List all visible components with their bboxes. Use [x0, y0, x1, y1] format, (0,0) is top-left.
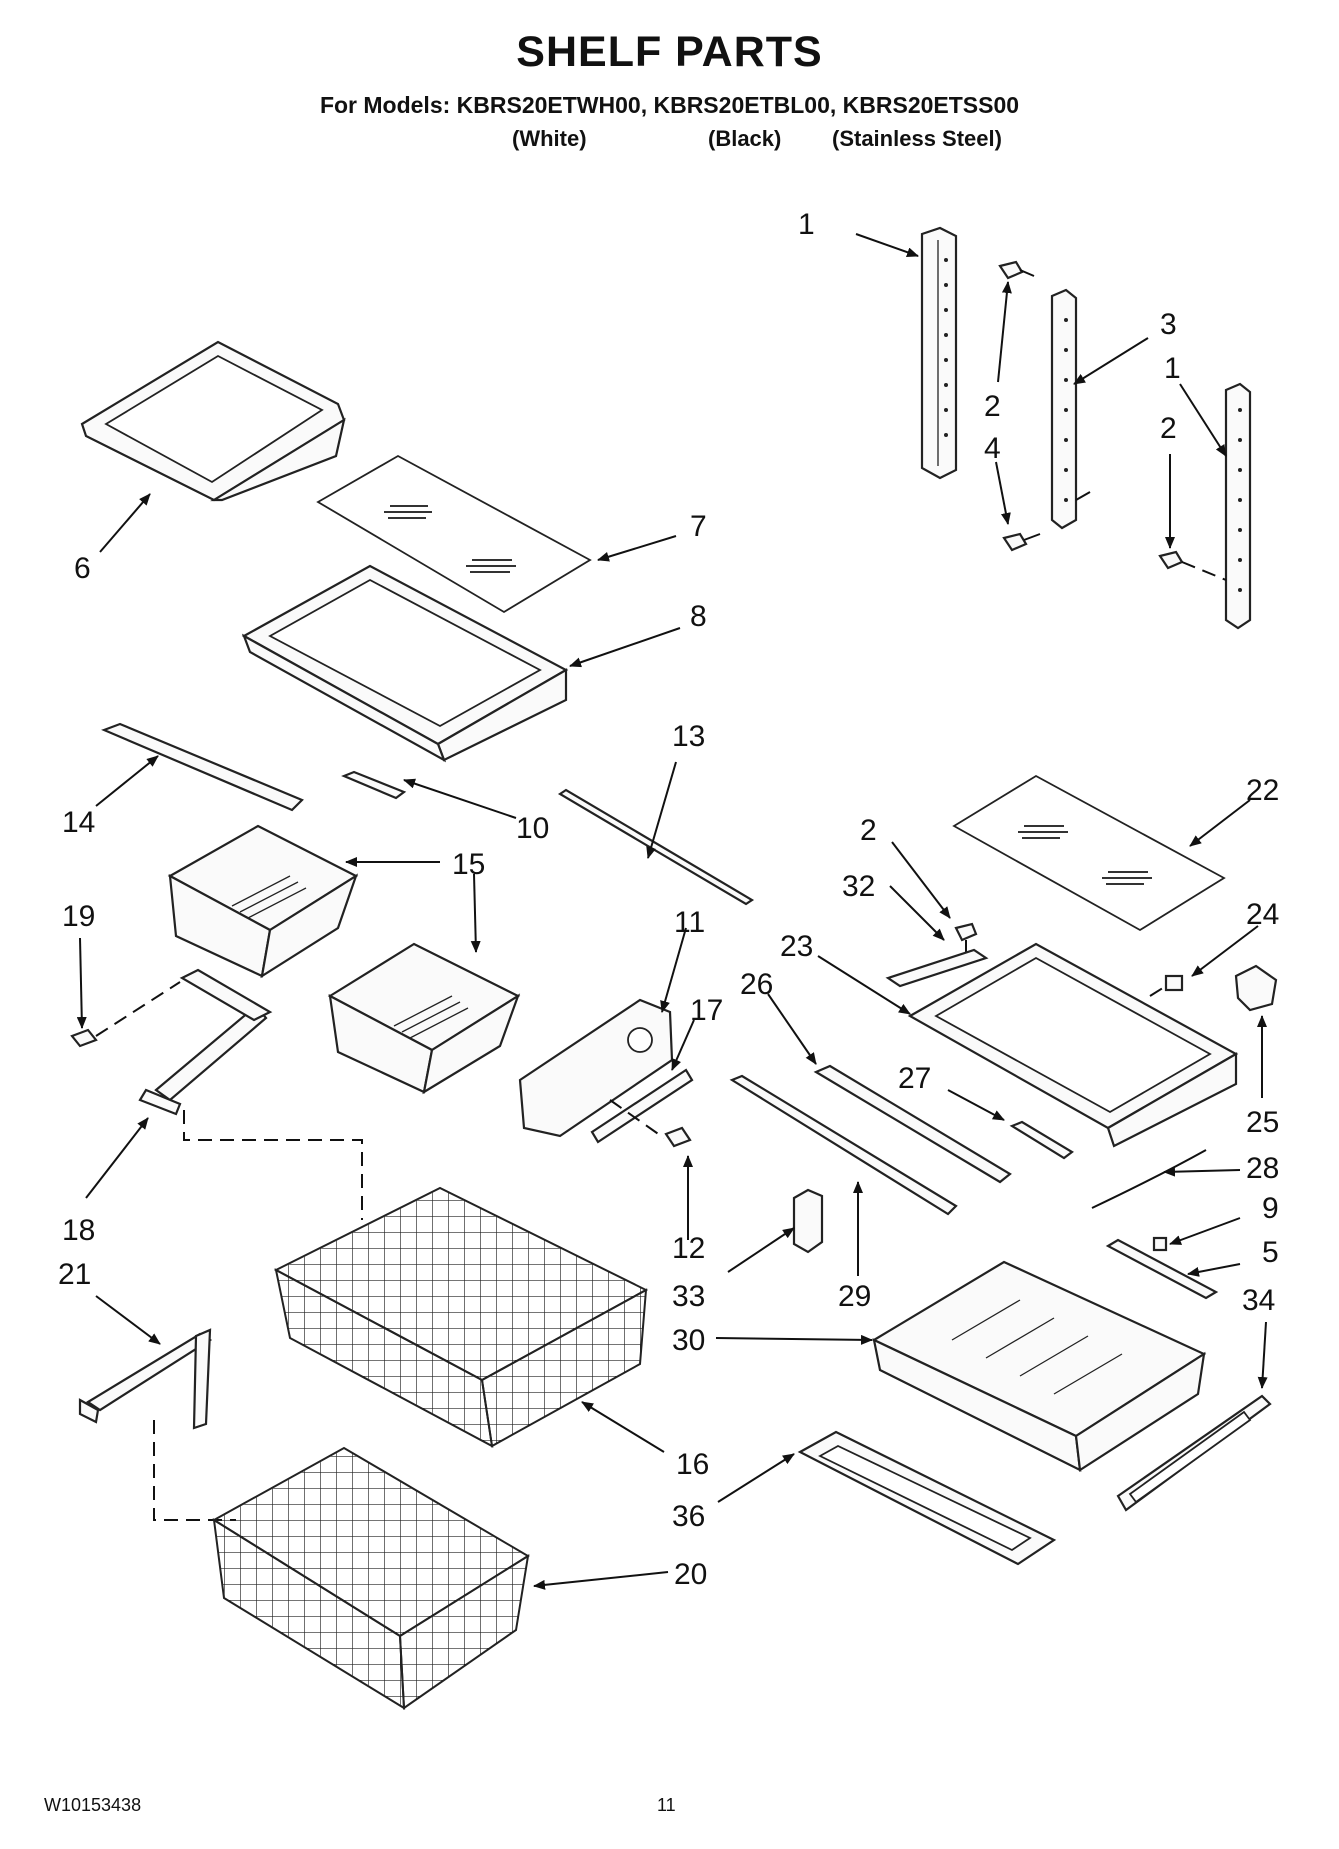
- callout-1b: 1: [1164, 352, 1181, 385]
- callout-2a: 2: [984, 390, 1001, 423]
- part-18-basket-bracket: [138, 968, 273, 1116]
- callout-labels: 1 2 3 1 2 4 6 7 8 13 14 10 15 19 11 17 2…: [58, 208, 1279, 1591]
- callout-20: 20: [674, 1558, 707, 1591]
- callout-29: 29: [838, 1280, 871, 1313]
- part-2-screw-right: [1158, 550, 1227, 581]
- dashline-21-20: [153, 1420, 236, 1521]
- callout-12: 12: [672, 1232, 705, 1265]
- part-28-wire-clip: [1091, 1149, 1207, 1209]
- callout-26: 26: [740, 968, 773, 1001]
- part-29-drawer-trim: [729, 1074, 958, 1216]
- part-1-shelf-rail-left: [920, 226, 958, 480]
- callout-8: 8: [690, 600, 707, 633]
- part-11-drawer-bracket: [518, 998, 674, 1138]
- callout-6: 6: [74, 552, 91, 585]
- part-5-drawer-slide: [1105, 1238, 1219, 1300]
- variant-white: (White): [512, 126, 587, 151]
- leader-lines: [76, 233, 1268, 1590]
- dashline-18-16: [183, 1110, 363, 1220]
- part-7-glass-shelf-insert: [316, 454, 592, 614]
- part-8-shelf-frame: [241, 564, 569, 763]
- callout-2b: 2: [1160, 412, 1177, 445]
- part-15-crisper-bin-upper: [167, 824, 359, 979]
- callout-4: 4: [984, 432, 1001, 465]
- callout-5: 5: [1262, 1236, 1279, 1269]
- part-19-screw: [70, 981, 181, 1048]
- part-14-shelf-trim: [101, 722, 304, 812]
- part-34-drawer-handle: [1116, 1394, 1272, 1512]
- part-13-shelf-rod: [557, 788, 755, 906]
- callout-1a: 1: [798, 208, 815, 241]
- models-line: For Models: KBRS20ETWH00, KBRS20ETBL00, …: [319, 92, 1020, 118]
- callout-34: 34: [1242, 1284, 1275, 1317]
- callout-16: 16: [676, 1448, 709, 1481]
- callout-30: 30: [672, 1324, 705, 1357]
- callout-25: 25: [1246, 1106, 1279, 1139]
- part-21-basket-bracket: [78, 1328, 213, 1430]
- callout-22: 22: [1246, 774, 1279, 807]
- part-9-clip: [1152, 1236, 1168, 1252]
- part-17-drawer-rail: [590, 1068, 694, 1144]
- part-6-slide-out-shelf: [80, 340, 346, 502]
- callout-17: 17: [690, 994, 723, 1027]
- part-10-clip: [341, 770, 407, 800]
- part-12-screw: [664, 1126, 692, 1148]
- part-30-deli-drawer: [871, 1260, 1207, 1472]
- page-number: 11: [657, 1795, 676, 1815]
- part-16-upper-wire-basket: [273, 1186, 649, 1448]
- callout-15: 15: [452, 848, 485, 881]
- part-26-shelf-trim: [813, 1064, 1012, 1184]
- part-23-shelf-frame: [907, 942, 1239, 1148]
- callout-21: 21: [58, 1258, 91, 1291]
- callout-2c: 2: [860, 814, 877, 847]
- page-title: SHELF PARTS: [516, 28, 823, 76]
- part-22-glass-shelf-insert: [952, 774, 1226, 932]
- callout-11: 11: [674, 906, 705, 939]
- part-27-clip: [1009, 1120, 1074, 1160]
- part-20-lower-wire-basket: [212, 1446, 530, 1710]
- callout-19: 19: [62, 900, 95, 933]
- part-15-crisper-bin-lower: [327, 942, 521, 1095]
- callout-10: 10: [516, 812, 549, 845]
- part-4-screw: [1002, 532, 1041, 552]
- part-36-drawer-cover: [797, 1430, 1057, 1566]
- part-32-shelf-bracket: [885, 948, 989, 988]
- callout-13: 13: [672, 720, 705, 753]
- callout-7: 7: [690, 510, 707, 543]
- callout-9: 9: [1262, 1192, 1279, 1225]
- part-24-clip: [1149, 974, 1184, 997]
- part-1-shelf-rail-right: [1224, 382, 1252, 630]
- variant-stainless: (Stainless Steel): [832, 126, 1002, 151]
- callout-3: 3: [1160, 308, 1177, 341]
- part-2-screw-upper: [998, 260, 1035, 280]
- callout-28: 28: [1246, 1152, 1279, 1185]
- part-33-clip: [792, 1188, 824, 1254]
- callout-18: 18: [62, 1214, 95, 1247]
- callout-23: 23: [780, 930, 813, 963]
- part-25-shelf-stop: [1234, 964, 1278, 1012]
- callout-33: 33: [672, 1280, 705, 1313]
- part-3-shelf-rail-center: [1050, 288, 1091, 530]
- callout-27: 27: [898, 1062, 931, 1095]
- document-number: W10153438: [44, 1795, 142, 1815]
- callout-24: 24: [1246, 898, 1279, 931]
- variant-black: (Black): [708, 126, 782, 151]
- callout-14: 14: [62, 806, 95, 839]
- callout-32: 32: [842, 870, 875, 903]
- callout-36: 36: [672, 1500, 705, 1533]
